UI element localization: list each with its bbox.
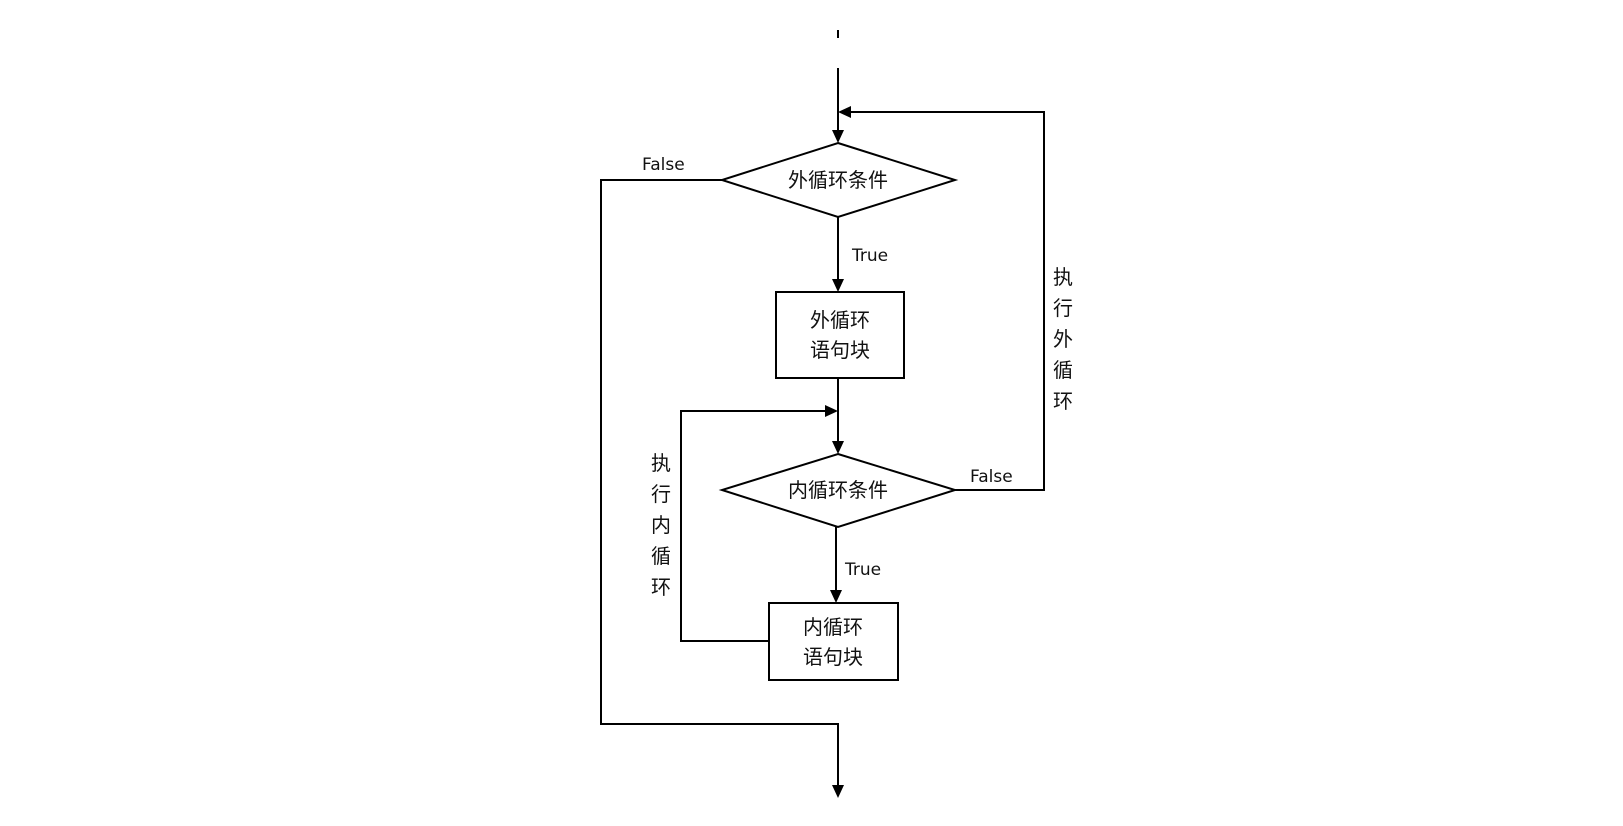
outer-true-arrowhead — [832, 279, 844, 292]
outer-true-label: True — [851, 246, 888, 266]
inner-loop-char: 内 — [651, 513, 671, 537]
inner-block-box — [768, 602, 899, 681]
outer-loop-char: 执 — [1053, 265, 1073, 289]
inner-entry-arrowhead — [832, 441, 844, 454]
outer-block-box — [775, 291, 905, 379]
inner-loop-char: 执 — [651, 451, 671, 475]
outer-loop-char: 行 — [1053, 296, 1073, 320]
inner-loop-char: 循 — [651, 544, 671, 568]
exit-arrowhead — [832, 785, 844, 798]
outer-loop-back-arrowhead — [838, 106, 851, 118]
outer-loop-side-label: 执 行 外 循 环 — [1053, 265, 1073, 413]
inner-loop-char: 环 — [651, 575, 671, 599]
inner-true-arrowhead — [830, 590, 842, 603]
inner-block-line2: 语句块 — [803, 645, 863, 669]
inner-true-label: True — [844, 560, 881, 580]
inner-false-label: False — [970, 467, 1013, 487]
outer-loop-char: 外 — [1053, 327, 1073, 351]
outer-loop-char: 循 — [1053, 358, 1073, 382]
outer-false-label: False — [642, 155, 685, 175]
outer-block-line1: 外循环 — [810, 308, 870, 332]
inner-block-line1: 内循环 — [803, 615, 863, 639]
outer-condition-label: 外循环条件 — [788, 168, 888, 192]
inner-condition-diamond — [718, 452, 959, 529]
inner-loop-back-arrowhead — [825, 405, 838, 417]
inner-loop-back-line — [680, 410, 827, 642]
entry-arrowhead — [832, 130, 844, 143]
inner-false-line — [849, 111, 1045, 491]
outer-loop-char: 环 — [1053, 389, 1073, 413]
outer-block-line2: 语句块 — [810, 338, 870, 362]
outer-false-line — [600, 179, 839, 788]
inner-condition-label: 内循环条件 — [788, 478, 888, 502]
inner-loop-side-label: 执 行 内 循 环 — [651, 451, 671, 599]
inner-loop-char: 行 — [651, 482, 671, 506]
